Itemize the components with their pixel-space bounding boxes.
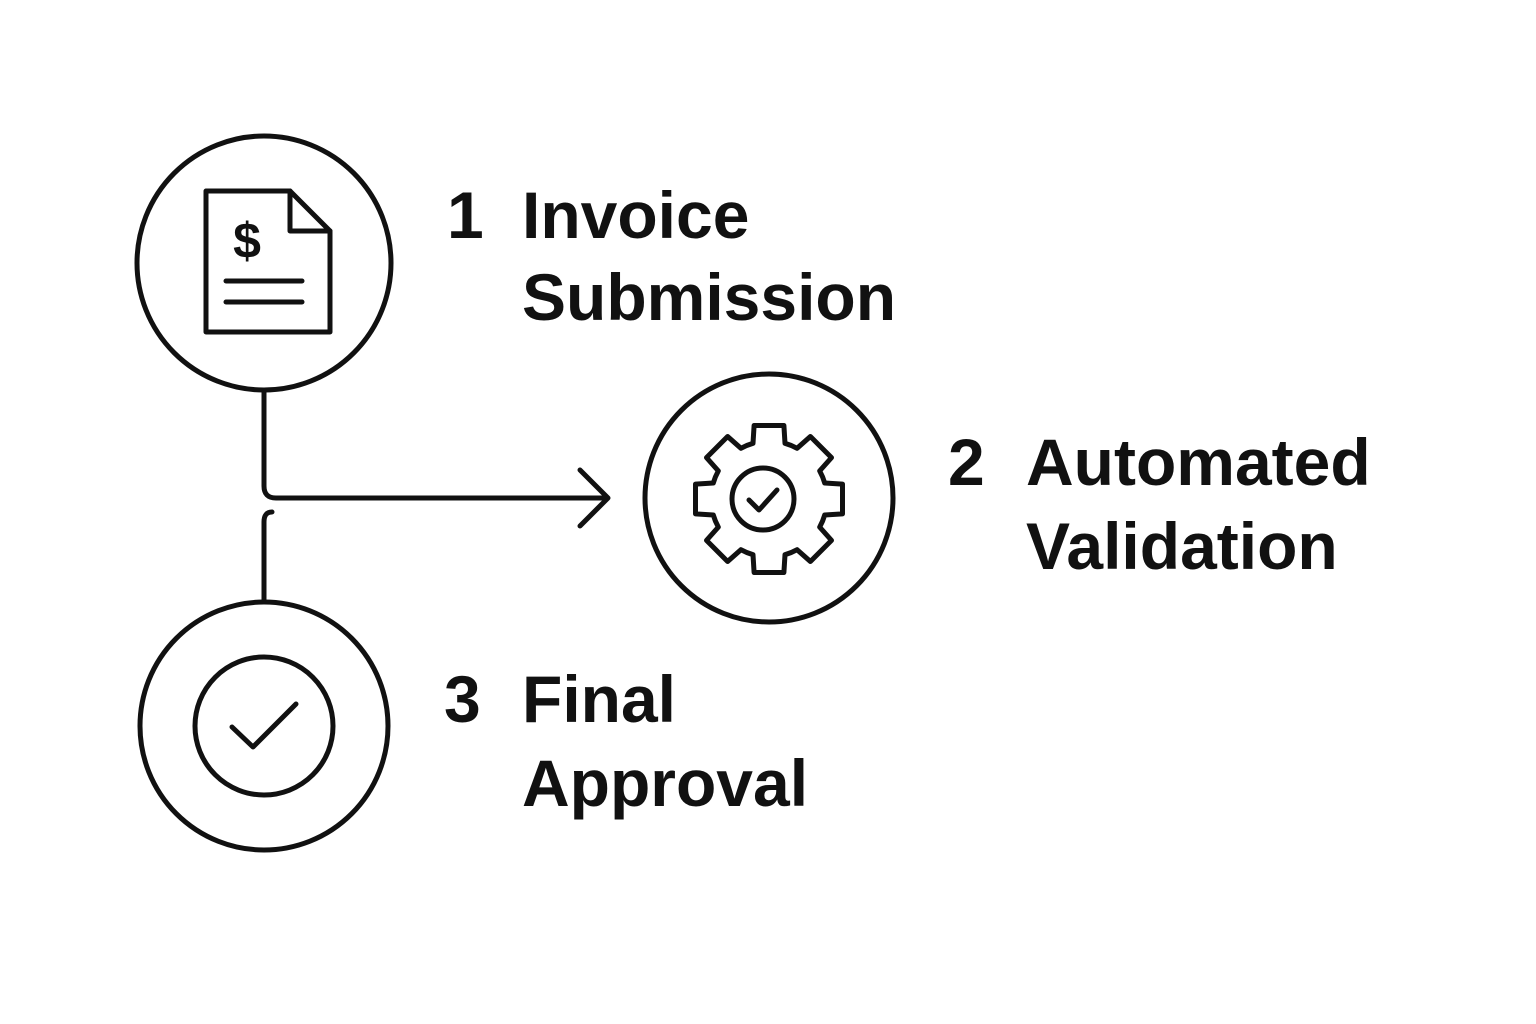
connector-step1-to-step2 <box>261 389 609 501</box>
step-2-title-line2: Validation <box>1026 509 1338 583</box>
step-1-title-line1: Invoice <box>522 178 749 252</box>
step-1-number: 1 <box>447 178 484 252</box>
check-circle-icon <box>192 654 336 798</box>
step-2-title-line1: Automated <box>1026 425 1371 499</box>
invoice-dollar-document-icon: $ <box>203 188 333 335</box>
step-2: 2 Automated Validation <box>642 371 1371 625</box>
step-3: 3 Final Approval <box>137 599 808 853</box>
arrow-head <box>577 467 611 529</box>
step-2-circle <box>642 371 896 625</box>
step-2-number: 2 <box>948 425 985 499</box>
step-3-title-line1: Final <box>522 662 676 736</box>
connector-junction-to-step3 <box>261 509 275 605</box>
connectors <box>261 389 611 605</box>
step-1-title-line2: Submission <box>522 260 896 334</box>
step-3-circle <box>137 599 391 853</box>
gear-check-icon <box>693 423 845 575</box>
step-1: $ 1 Invoice Submission <box>134 133 896 393</box>
step-3-title-line2: Approval <box>522 746 808 820</box>
svg-text:$: $ <box>233 213 261 269</box>
step-3-number: 3 <box>444 662 481 736</box>
step-1-circle <box>134 133 394 393</box>
